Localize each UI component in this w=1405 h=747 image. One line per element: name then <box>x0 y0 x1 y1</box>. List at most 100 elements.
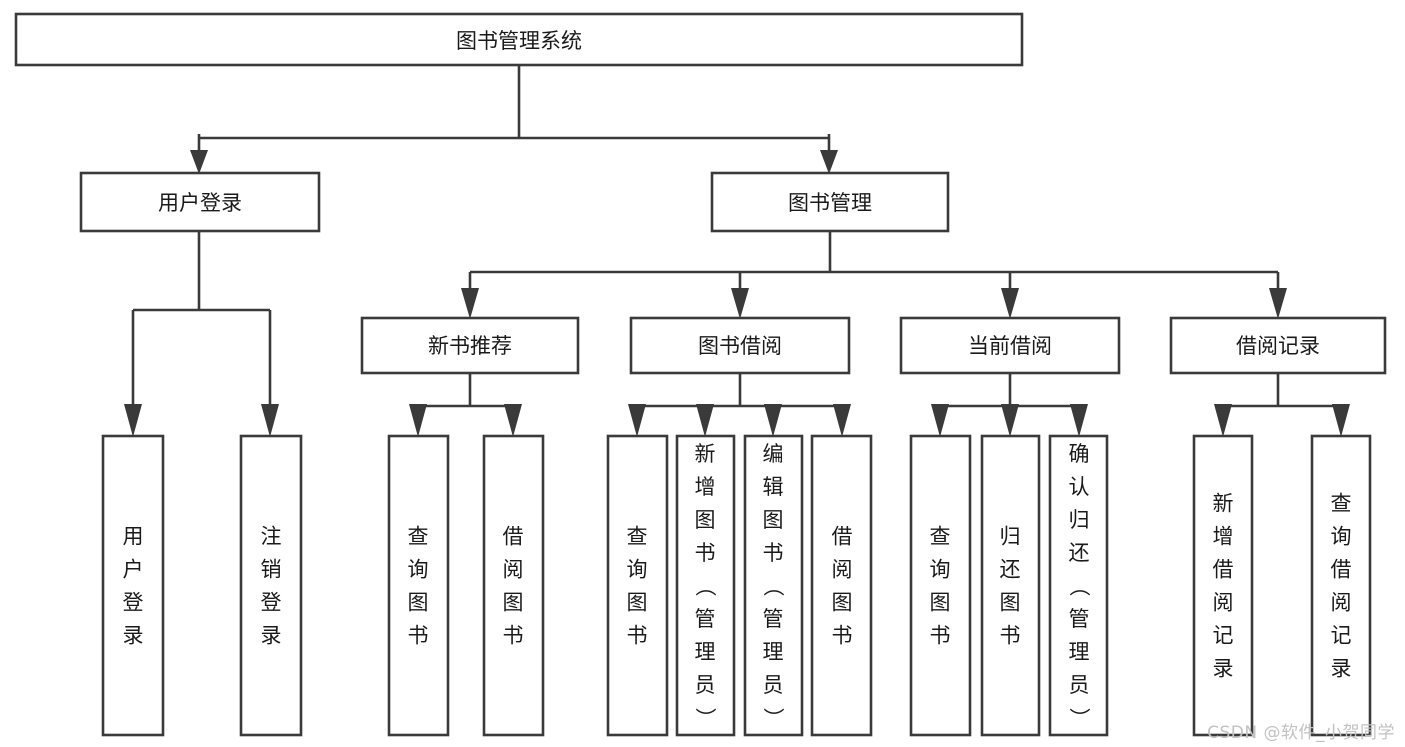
svg-text:询: 询 <box>627 558 648 582</box>
svg-text:管: 管 <box>763 607 784 631</box>
node-user-login[interactable]: 用户登录 <box>79 171 321 233</box>
svg-text:阅: 阅 <box>1331 591 1352 615</box>
svg-text:图: 图 <box>695 508 716 532</box>
node-current-borrow-label: 当前借阅 <box>968 334 1052 358</box>
node-root[interactable]: 图书管理系统 <box>14 12 1024 67</box>
svg-text:书: 书 <box>695 541 716 565</box>
svg-text:录: 录 <box>123 624 144 648</box>
svg-text:查: 查 <box>930 525 951 549</box>
svg-text:图: 图 <box>832 591 853 615</box>
svg-text:户: 户 <box>123 558 144 582</box>
svg-text:阅: 阅 <box>1213 591 1234 615</box>
node-root-box[interactable] <box>14 12 1024 67</box>
svg-text:新: 新 <box>1213 492 1234 516</box>
arrow-to-current-borrow <box>1001 288 1019 319</box>
node-leaf-user-login-box[interactable] <box>101 434 165 737</box>
svg-text:归: 归 <box>1069 508 1090 532</box>
arrow-to-leaf-logout-login <box>261 404 279 437</box>
arrow-to-borrow-record <box>1269 288 1287 319</box>
node-current-borrow-box[interactable] <box>899 316 1121 375</box>
svg-text:）: ） <box>1067 708 1091 729</box>
svg-text:还: 还 <box>1000 558 1021 582</box>
node-new-book-recommend[interactable]: 新书推荐 <box>360 316 580 375</box>
node-new-book-recommend-box[interactable] <box>360 316 580 375</box>
svg-text:阅: 阅 <box>503 558 524 582</box>
arrow-to-leaf-query-book-2 <box>628 404 646 437</box>
svg-text:注: 注 <box>261 525 282 549</box>
node-borrow-record-box[interactable] <box>1169 316 1387 375</box>
svg-text:辑: 辑 <box>763 475 784 499</box>
node-new-book-recommend-label: 新书推荐 <box>428 334 512 358</box>
svg-text:借: 借 <box>832 525 853 549</box>
node-leaf-borrow-book-2-box[interactable] <box>810 434 873 737</box>
svg-text:图: 图 <box>503 591 524 615</box>
node-leaf-edit-book-admin-box[interactable] <box>743 434 804 737</box>
svg-text:记: 记 <box>1213 624 1234 648</box>
node-user-login-box[interactable] <box>79 171 321 233</box>
svg-text:认: 认 <box>1069 475 1090 499</box>
svg-text:员: 员 <box>1069 673 1090 697</box>
node-book-borrow[interactable]: 图书借阅 <box>629 316 851 375</box>
svg-text:书: 书 <box>408 624 429 648</box>
arrow-to-leaf-query-book-1 <box>409 404 427 437</box>
node-current-borrow[interactable]: 当前借阅 <box>899 316 1121 375</box>
node-leaf-query-book-1-box[interactable] <box>387 434 450 737</box>
arrow-to-book-management <box>820 150 838 174</box>
svg-text:借: 借 <box>1213 558 1234 582</box>
svg-text:）: ） <box>693 708 717 729</box>
node-leaf-confirm-return-admin-box[interactable] <box>1048 434 1109 737</box>
svg-text:图: 图 <box>930 591 951 615</box>
node-leaf-query-borrow-record-box[interactable] <box>1310 434 1372 737</box>
node-leaf-query-book-3-box[interactable] <box>909 434 972 737</box>
node-book-management-box[interactable] <box>710 171 950 233</box>
arrow-to-new-book-recommend <box>461 288 479 319</box>
node-leaf-query-book-2-box[interactable] <box>606 434 669 737</box>
arrow-to-leaf-borrow-book-1 <box>504 404 522 437</box>
node-book-management[interactable]: 图书管理 <box>710 171 950 233</box>
arrow-to-leaf-add-borrow-record <box>1214 404 1232 437</box>
svg-text:查: 查 <box>627 525 648 549</box>
node-borrow-record[interactable]: 借阅记录 <box>1169 316 1387 375</box>
node-book-borrow-label: 图书借阅 <box>698 334 782 358</box>
node-leaf-return-book-box[interactable] <box>980 434 1041 737</box>
svg-text:归: 归 <box>1000 525 1021 549</box>
node-leaf-add-borrow-record-box[interactable] <box>1192 434 1254 737</box>
node-user-login-label: 用户登录 <box>158 191 242 215</box>
svg-text:询: 询 <box>408 558 429 582</box>
node-borrow-record-label: 借阅记录 <box>1236 334 1320 358</box>
svg-text:录: 录 <box>1331 657 1352 681</box>
arrow-to-leaf-borrow-book-2 <box>833 404 851 437</box>
svg-text:书: 书 <box>1000 624 1021 648</box>
svg-text:还: 还 <box>1069 541 1090 565</box>
node-root-label: 图书管理系统 <box>456 29 582 53</box>
svg-text:登: 登 <box>123 591 144 615</box>
svg-text:借: 借 <box>503 525 524 549</box>
node-leaf-borrow-book-1-box[interactable] <box>482 434 545 737</box>
node-leaf-add-book-admin-box[interactable] <box>675 434 736 737</box>
arrow-to-leaf-return-book <box>1001 404 1019 437</box>
node-leaf-user-login[interactable]: 用户登录 <box>101 434 165 737</box>
svg-text:（: （ <box>761 576 785 597</box>
node-leaf-logout-login-box[interactable] <box>239 434 303 737</box>
node-book-borrow-box[interactable] <box>629 316 851 375</box>
svg-text:录: 录 <box>1213 657 1234 681</box>
